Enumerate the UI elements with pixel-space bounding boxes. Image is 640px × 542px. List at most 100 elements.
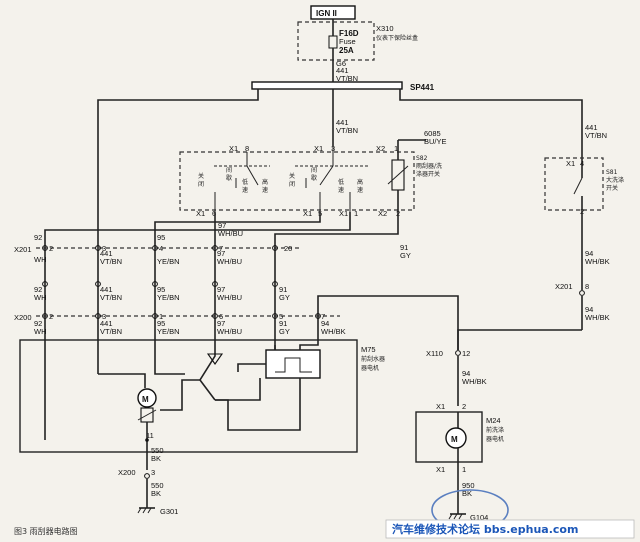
wire441-color: VT/BN: [336, 74, 358, 83]
s81-color94b: WH/BK: [585, 313, 610, 322]
col4-num: 97: [217, 249, 225, 258]
connector-rings: [42, 245, 321, 319]
s81-color: VT/BN: [585, 131, 607, 140]
park-switch-module: [265, 349, 321, 379]
col5-num-b: 91: [279, 285, 287, 294]
col5-num-c: 91: [279, 319, 287, 328]
s81-name-2: 开关: [606, 184, 618, 192]
col4-color-c: WH/BU: [217, 327, 242, 336]
x201-row-label: X201: [14, 245, 32, 254]
col1-pinB: 2: [49, 312, 53, 321]
col6-num: 94: [321, 319, 329, 328]
ground-symbol-left: [137, 507, 155, 514]
col2-color: VT/BN: [100, 257, 122, 266]
pos-label: 关: [289, 172, 295, 180]
col5-color-c: GY: [279, 327, 290, 336]
wire91a-num: 91: [400, 243, 408, 252]
col1-pinA: 2: [49, 244, 53, 253]
wire97a-color: WH/BU: [218, 229, 243, 238]
x200-row-label: X200: [14, 313, 32, 322]
col1-num-c: 92: [34, 319, 42, 328]
m75-pin11: 11: [146, 431, 154, 440]
m24-pin2: 2: [462, 402, 466, 411]
col1-color: WH: [34, 255, 47, 264]
col4-pinB: 6: [219, 312, 223, 321]
gl-color550a: BK: [151, 454, 161, 463]
m75-name-1: 前刮水器: [361, 355, 385, 363]
m75-motor-symbol: [137, 388, 157, 408]
col6-pin7: 7: [321, 312, 325, 321]
splice-bar: [251, 81, 403, 90]
wire441-num: 441: [336, 66, 349, 75]
s81-x1: X1: [566, 159, 575, 168]
col2-color-b: VT/BN: [100, 293, 122, 302]
col2-pinB: 3: [102, 312, 106, 321]
s82-label: S82: [416, 155, 428, 162]
s81-pin8: 8: [585, 282, 589, 291]
col4-pinA: 7: [219, 244, 223, 253]
pos-label: 闭: [289, 180, 295, 188]
s81-wire94b: 94: [585, 305, 593, 314]
col2-color-c: VT/BN: [100, 327, 122, 336]
x110-label: X110: [426, 349, 443, 358]
m24-label: M24: [486, 416, 501, 425]
fuse-word: Fuse: [339, 37, 356, 46]
col4-color-b: WH/BU: [217, 293, 242, 302]
s82-pin8: 8: [245, 144, 249, 153]
col2-num: 441: [100, 249, 113, 258]
s82-bot-pin1: 1: [354, 209, 358, 218]
col2-num-c: 441: [100, 319, 113, 328]
watermark-text: 汽车维修技术论坛 bbs.ephua.com: [392, 522, 578, 536]
pos-label: 速: [262, 187, 268, 194]
s82-bot-x2-2: X2: [378, 209, 387, 218]
s81-label: S81: [606, 169, 618, 176]
fuse-box-dashed: [297, 21, 375, 61]
col3-num-c: 95: [157, 319, 165, 328]
s81-pin4: 4: [580, 159, 584, 168]
pos-label: 关: [198, 172, 204, 180]
pos-label: 速: [357, 187, 363, 194]
fuse-rating: 25A: [339, 46, 354, 55]
gl-x200: X200: [118, 468, 136, 477]
m24-name-2: 器电机: [486, 435, 504, 443]
col5-color-b: GY: [279, 293, 290, 302]
ign-label: IGN II: [316, 9, 337, 18]
pos-label: 歇: [311, 174, 317, 182]
m24-motor-box: [415, 411, 483, 463]
watermark-box: [385, 519, 635, 539]
col4-color: WH/BU: [217, 257, 242, 266]
s82-name-1: 雨刮器/洗: [416, 162, 442, 170]
col2-pinA: 3: [102, 244, 106, 253]
col3-color-b: YE/BN: [157, 293, 180, 302]
pos-label: 低: [242, 178, 248, 186]
x310-note: 仪表下保险丝盒: [376, 34, 418, 42]
x110-pin12: 12: [462, 349, 470, 358]
m24-wire950: 950: [462, 481, 475, 490]
s81-wire94: 94: [585, 249, 593, 258]
sw-441-num: 441: [336, 118, 349, 127]
pos-label: 速: [338, 187, 344, 194]
col3-num-b: 95: [157, 285, 165, 294]
pos-label: 速: [242, 187, 248, 194]
wire6085-color: BU/YE: [424, 137, 447, 146]
m24-m-letter: M: [451, 435, 458, 444]
m75-label: M75: [361, 345, 376, 354]
pos-label: 间: [311, 166, 317, 174]
col6-color: WH/BK: [321, 327, 346, 336]
s81-switch-box: [544, 157, 604, 211]
s82-x1-3: X1: [314, 144, 323, 153]
s81-color94: WH/BK: [585, 257, 610, 266]
gl-wire550b: 550: [151, 481, 164, 490]
fuse-name: F16D: [339, 29, 359, 38]
s81-x201: X201: [555, 282, 573, 291]
fuse-symbol: [328, 35, 338, 49]
m24-motor-symbol: [445, 427, 467, 449]
col3-pinB: 1: [159, 312, 163, 321]
col3-pinA: 4: [159, 244, 163, 253]
col3-color: YE/BN: [157, 257, 180, 266]
col4-num-c: 97: [217, 319, 225, 328]
col5-pinB: 5: [279, 312, 283, 321]
wire91a-color: GY: [400, 251, 411, 260]
